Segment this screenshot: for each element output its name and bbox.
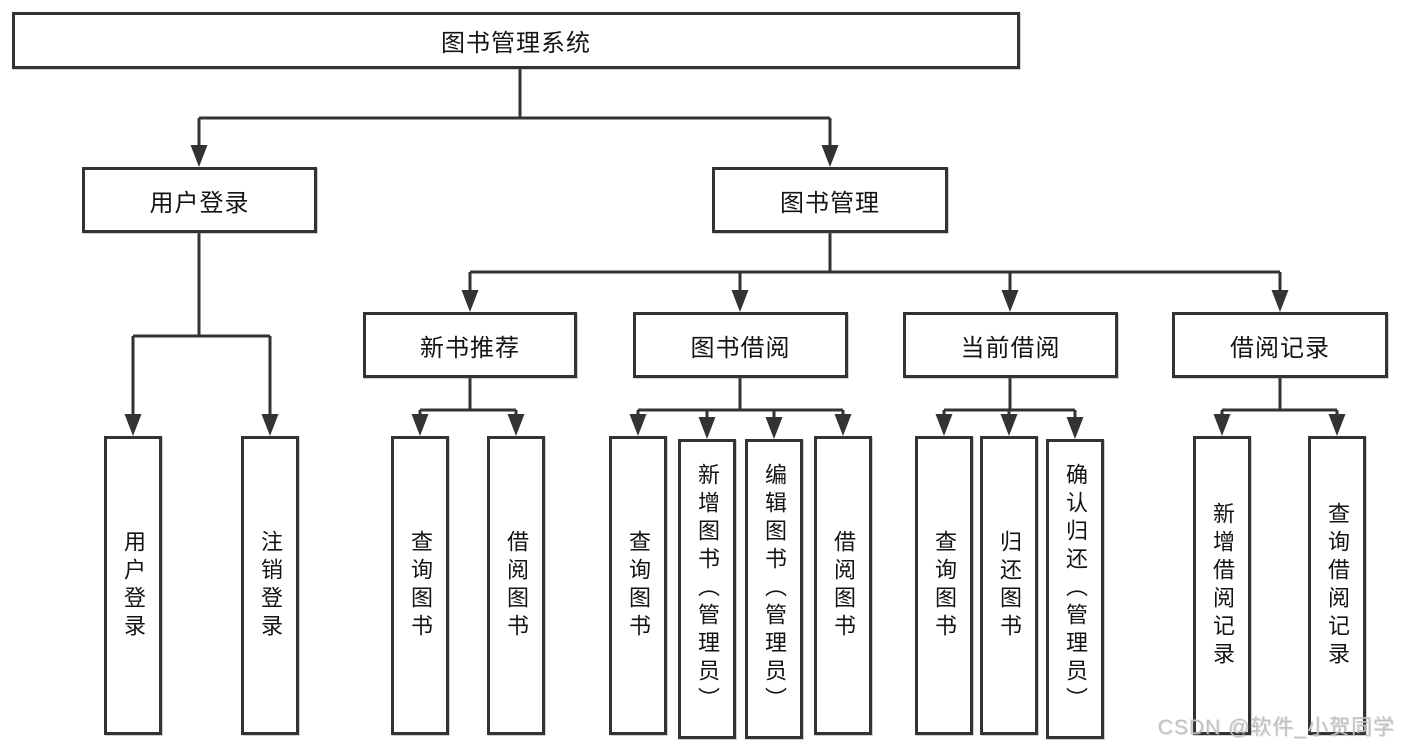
csdn-watermark: CSDN @软件_小贺同学 (1157, 716, 1395, 739)
leaf-borrow-books: 借阅图书 (814, 436, 872, 735)
node-label: 归还图书 (997, 529, 1022, 642)
node-label: 新增图书（管理员） (695, 463, 720, 715)
node-label: 用户登录 (149, 189, 250, 217)
node-label: 图书借阅 (690, 334, 791, 362)
leaf-confirm-return-admin: 确认归还（管理员） (1046, 439, 1104, 739)
node-label: 查询图书 (932, 529, 957, 642)
node-label: 查询借阅记录 (1325, 501, 1350, 670)
node-label: 查询图书 (626, 529, 651, 642)
node-label: 当前借阅 (960, 334, 1061, 362)
node-user-login: 用户登录 (82, 167, 317, 233)
node-current-borrow: 当前借阅 (903, 312, 1118, 378)
leaf-return-books: 归还图书 (980, 436, 1038, 735)
node-label: 新书推荐 (420, 334, 520, 362)
leaf-borrow-books: 借阅图书 (487, 436, 545, 735)
leaf-query-borrow-record: 查询借阅记录 (1308, 436, 1366, 735)
node-label: 借阅记录 (1230, 334, 1330, 362)
node-label: 图书管理 (780, 189, 880, 217)
node-label: 确认归还（管理员） (1063, 463, 1088, 715)
node-label: 编辑图书（管理员） (762, 463, 787, 715)
node-label: 查询图书 (408, 529, 433, 642)
leaf-add-books-admin: 新增图书（管理员） (678, 439, 736, 739)
arrowhead-icons (124, 145, 1346, 439)
node-borrow-record: 借阅记录 (1172, 312, 1388, 378)
node-label: 图书管理系统 (441, 30, 591, 57)
leaf-user-login: 用户登录 (104, 436, 162, 735)
leaf-query-books: 查询图书 (915, 436, 973, 735)
leaf-edit-books-admin: 编辑图书（管理员） (745, 439, 803, 739)
node-book-borrow: 图书借阅 (633, 312, 848, 378)
node-label: 新增借阅记录 (1210, 501, 1235, 670)
node-label: 用户登录 (121, 529, 146, 642)
leaf-query-books: 查询图书 (609, 436, 667, 735)
node-label: 借阅图书 (504, 529, 529, 642)
leaf-query-books: 查询图书 (391, 436, 449, 735)
leaf-logout: 注销登录 (241, 436, 299, 735)
node-label: 注销登录 (258, 529, 283, 642)
node-label: 借阅图书 (831, 529, 856, 642)
leaf-add-borrow-record: 新增借阅记录 (1193, 436, 1251, 735)
node-library-management-system: 图书管理系统 (12, 12, 1020, 69)
node-new-book-recommend: 新书推荐 (363, 312, 577, 378)
node-book-management: 图书管理 (712, 167, 948, 233)
